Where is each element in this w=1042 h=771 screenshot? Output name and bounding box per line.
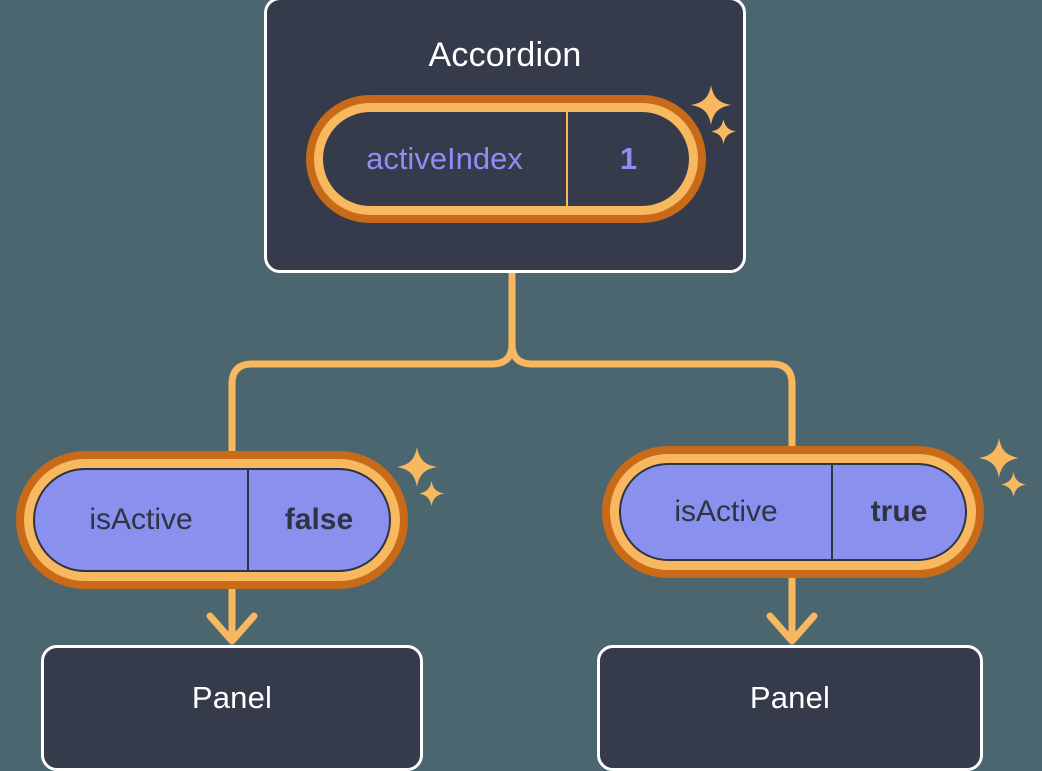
prop-pill-is-active-false[interactable]: isActive false xyxy=(16,451,408,589)
component-title-panel-right: Panel xyxy=(749,680,831,715)
state-pill-highlight-ring: activeIndex 1 xyxy=(314,103,698,215)
state-value-active-index: 1 xyxy=(619,141,638,176)
prop-pill-highlight-ring: isActive false xyxy=(24,459,400,581)
prop-pill-body: isActive false xyxy=(33,468,391,572)
sparkle-large-icon xyxy=(978,437,1020,479)
prop-value-is-active-right: true xyxy=(870,495,928,528)
prop-key-is-active-left: isActive xyxy=(35,470,249,570)
sparkle-small-icon xyxy=(418,480,445,507)
prop-pill-is-active-true[interactable]: isActive true xyxy=(602,446,984,578)
prop-value-is-active-left: false xyxy=(284,503,354,536)
edge-left-prop-to-panel-arrowhead xyxy=(206,612,258,645)
component-node-panel-right[interactable]: Panel xyxy=(597,645,983,771)
sparkle-large-icon xyxy=(396,446,438,488)
edge-accordion-to-panels xyxy=(228,268,516,456)
edge-right-prop-to-panel-arrowhead xyxy=(766,612,818,645)
component-title-panel-left: Panel xyxy=(191,680,273,715)
prop-key-is-active-right: isActive xyxy=(621,465,833,559)
edge-accordion-to-panel-right xyxy=(508,340,796,451)
state-key-active-index: activeIndex xyxy=(323,112,568,206)
sparkle-small-icon xyxy=(1000,471,1027,498)
prop-pill-highlight-ring: isActive true xyxy=(610,454,976,570)
component-title-accordion: Accordion xyxy=(428,36,582,74)
component-node-panel-left[interactable]: Panel xyxy=(41,645,423,771)
state-pill-body: activeIndex 1 xyxy=(323,112,689,206)
prop-pill-body: isActive true xyxy=(619,463,967,561)
state-pill-active-index[interactable]: activeIndex 1 xyxy=(306,95,706,223)
